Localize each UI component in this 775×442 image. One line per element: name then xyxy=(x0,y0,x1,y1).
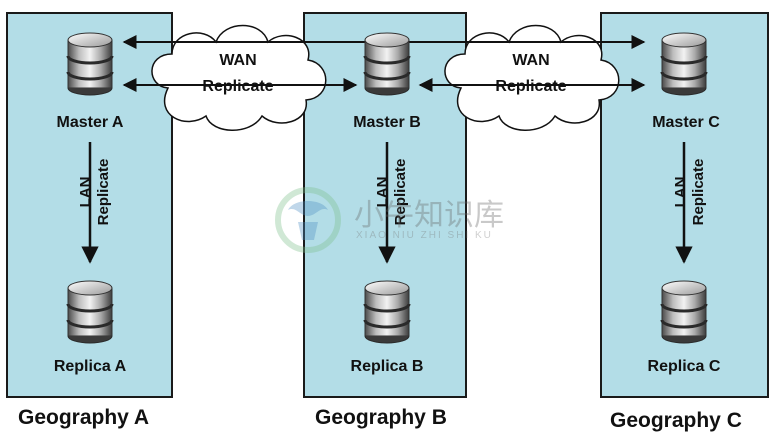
lan-title: LAN xyxy=(672,176,689,208)
lan-action: Replicate xyxy=(690,158,707,226)
database-icon-master-c xyxy=(660,31,708,97)
geography-label-a: Geography A xyxy=(18,406,150,429)
bull-logo-icon xyxy=(275,187,341,253)
wan-action: Replicate xyxy=(202,78,274,95)
wan-label-ab: WAN Replicate xyxy=(178,48,298,100)
replica-label-b: Replica B xyxy=(350,358,424,375)
replica-label-c: Replica C xyxy=(647,358,721,375)
lan-label-c: LAN Replicate xyxy=(672,132,708,252)
database-icon-master-a xyxy=(66,31,114,97)
wan-title: WAN xyxy=(219,52,257,69)
wan-action: Replicate xyxy=(495,78,567,95)
geography-label-c: Geography C xyxy=(610,409,742,432)
lan-action: Replicate xyxy=(95,158,112,226)
replica-label-a: Replica A xyxy=(53,358,127,375)
master-label-c: Master C xyxy=(652,114,720,131)
lan-label-a: LAN Replicate xyxy=(77,132,113,252)
watermark: 小牛知识库 XIAO NIU ZHI SHI KU xyxy=(270,180,510,260)
database-icon-replica-b xyxy=(363,279,411,345)
watermark-pinyin: XIAO NIU ZHI SHI KU xyxy=(356,230,493,241)
watermark-chinese: 小牛知识库 xyxy=(354,198,504,233)
wan-label-bc: WAN Replicate xyxy=(471,48,591,100)
geography-label-b: Geography B xyxy=(315,406,447,429)
lan-title: LAN xyxy=(77,176,94,208)
database-icon-replica-c xyxy=(660,279,708,345)
database-icon-replica-a xyxy=(66,279,114,345)
master-label-a: Master A xyxy=(56,114,124,131)
wan-title: WAN xyxy=(512,52,550,69)
master-label-b: Master B xyxy=(353,114,421,131)
database-icon-master-b xyxy=(363,31,411,97)
